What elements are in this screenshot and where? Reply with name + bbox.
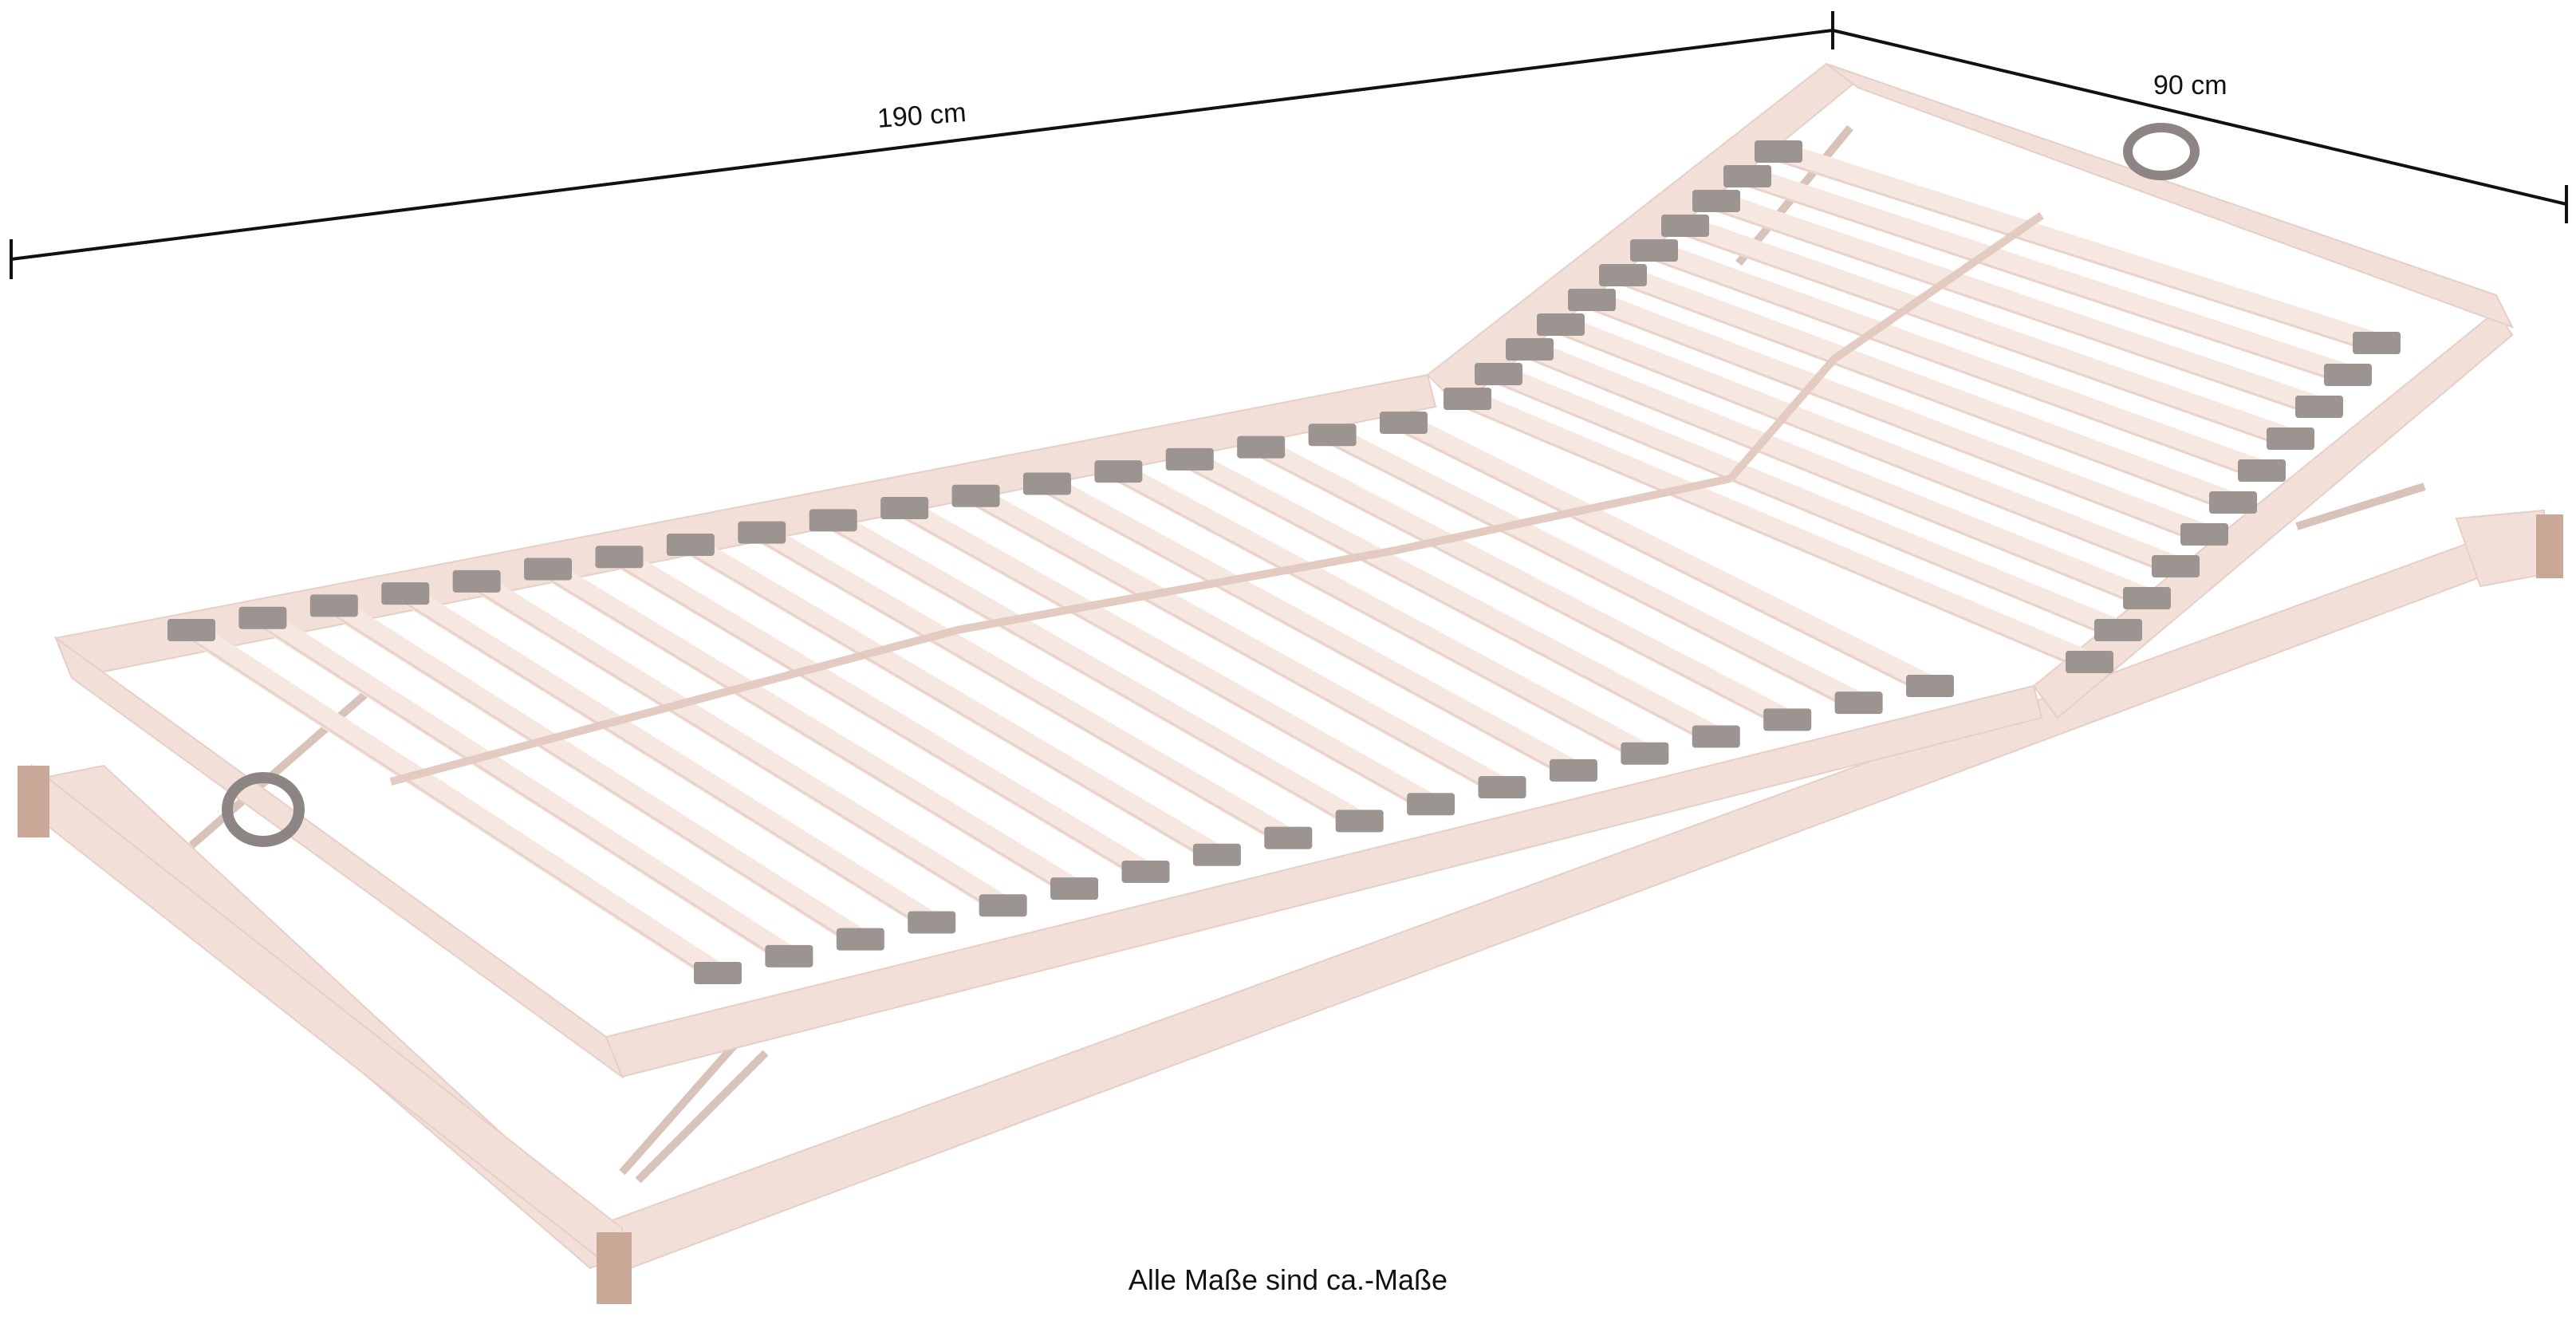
length-label: 190 cm	[876, 97, 967, 134]
slat	[1723, 165, 2372, 386]
slat	[1661, 215, 2314, 450]
slats-flat-section	[167, 412, 1954, 984]
base-frame-end-posts	[18, 514, 2563, 1304]
slat	[595, 546, 1170, 883]
slat	[1165, 447, 1740, 748]
strap-loop-icon	[2123, 123, 2200, 180]
slat	[880, 497, 1455, 816]
slat	[381, 582, 956, 934]
slat	[1506, 338, 2171, 609]
slat	[1308, 424, 1883, 715]
slat	[238, 606, 813, 967]
slat	[951, 484, 1526, 799]
slat	[1568, 289, 2228, 546]
slat	[452, 569, 1027, 917]
slat	[167, 619, 742, 984]
slat	[809, 509, 1384, 833]
slat	[1444, 388, 2113, 673]
slat	[1537, 313, 2200, 577]
strap-loop-icon	[222, 772, 305, 847]
width-label: 90 cm	[2153, 70, 2227, 100]
slats-head-section	[1444, 140, 2401, 673]
slat	[1094, 460, 1669, 765]
slat	[1755, 140, 2401, 354]
slat	[1237, 435, 1812, 731]
slat	[524, 558, 1099, 900]
slat	[309, 594, 884, 951]
slat	[1692, 190, 2343, 418]
measurements-caption: Alle Maße sind ca.-Maße	[1128, 1263, 1448, 1296]
slat	[1475, 363, 2142, 641]
slat	[1022, 472, 1597, 782]
slat	[1630, 239, 2286, 482]
slat	[666, 533, 1241, 866]
slat	[1599, 264, 2257, 514]
slat	[1380, 412, 1954, 697]
length-dimension-line	[10, 11, 1834, 279]
center-strap	[389, 211, 2044, 786]
width-dimension-line	[1832, 29, 2568, 223]
slat	[738, 521, 1313, 849]
